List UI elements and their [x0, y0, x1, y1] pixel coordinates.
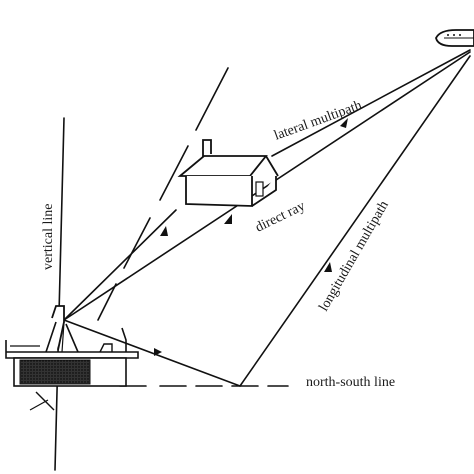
lateral-multipath-ray	[271, 49, 471, 157]
longitudinal-multipath-label: longitudinal multipath	[316, 198, 391, 314]
lateral-multipath-label: lateral multipath	[272, 98, 364, 144]
direct-ray-label: direct ray	[253, 199, 307, 236]
longitudinal-reflected-ray	[63, 319, 241, 387]
aircraft-icon	[435, 29, 474, 47]
lateral-reflected-ray	[63, 209, 177, 321]
north-south-line-label: north-south line	[306, 375, 395, 390]
vertical-line-label: vertical line	[41, 204, 56, 270]
longitudinal-multipath-ray	[239, 55, 471, 387]
ray-arrow-markers	[154, 118, 348, 356]
antenna-station-icon	[5, 305, 139, 411]
direct-ray-line	[63, 51, 471, 321]
reflector-dashed-line	[97, 67, 229, 321]
house-icon	[177, 139, 279, 207]
vertical-line	[54, 117, 65, 471]
